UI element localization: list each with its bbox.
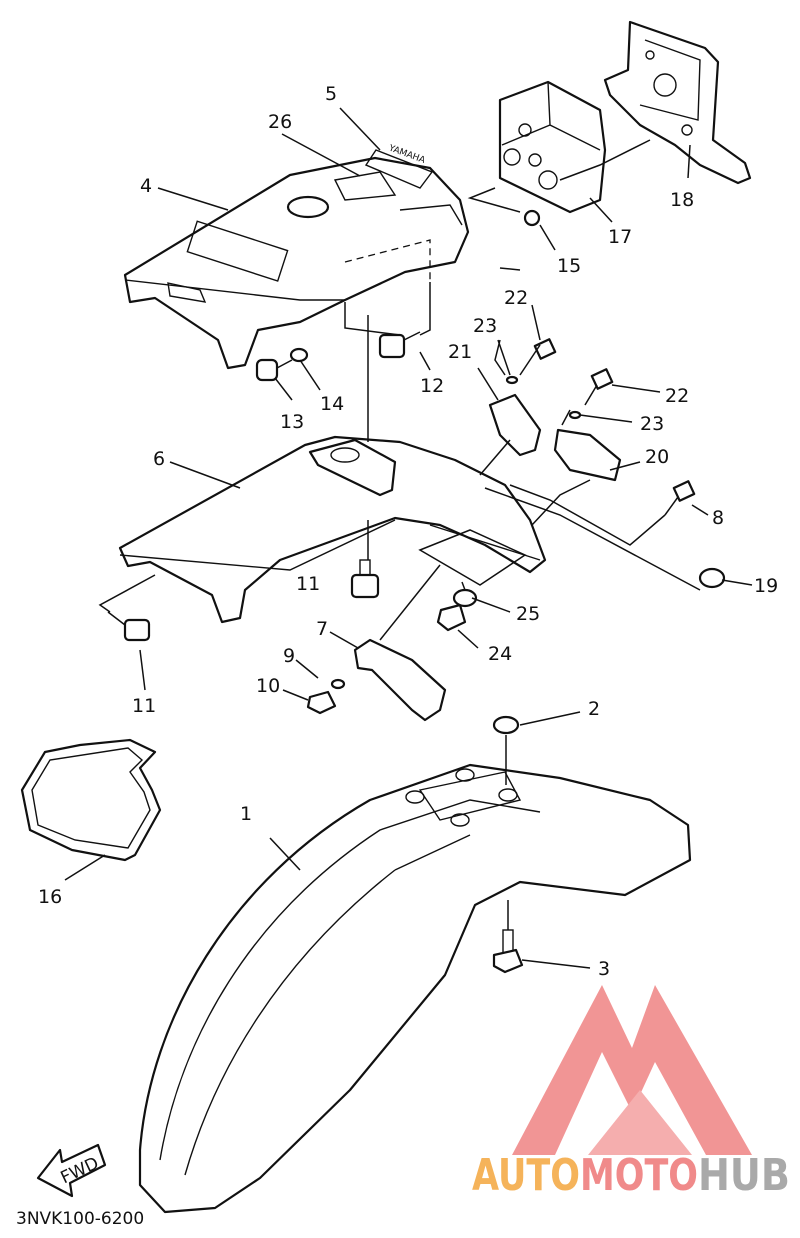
watermark-auto: AUTO [472,1150,580,1201]
bracket-21 [488,393,542,457]
washer-9 [330,678,346,690]
leader-lines [64,107,753,969]
callout-7: 7 [316,618,328,640]
mud-flap [20,738,162,862]
taillight-bracket [603,20,752,185]
callout-21: 21 [448,341,472,363]
bolt-13 [255,358,293,382]
washer-15 [523,209,541,227]
bolt-11a [350,559,380,599]
callout-11a: 11 [296,573,320,595]
washer-23a [505,375,519,385]
callout-9: 9 [283,645,295,667]
callout-18: 18 [670,189,694,211]
bolt-22b [584,368,614,406]
bolt-11b [107,611,151,642]
callout-23b: 23 [640,413,664,435]
callout-10: 10 [256,675,280,697]
rear-fender-inner [118,435,547,624]
callout-24: 24 [488,643,512,665]
watermark-hub: HUB [698,1150,790,1201]
washer-23b [568,410,582,420]
callout-16: 16 [38,886,62,908]
callout-17: 17 [608,226,632,248]
callout-23a: 23 [473,315,497,337]
guide-lines [98,139,701,930]
bracket-20 [553,428,622,482]
callout-19: 19 [754,575,778,597]
callout-2: 2 [588,698,600,720]
washer-14 [289,347,309,363]
callout-5: 5 [325,83,337,105]
nut-10 [306,690,337,715]
collar-2 [492,715,520,735]
callout-13: 13 [280,411,304,433]
callout-4: 4 [140,175,152,197]
callout-22b: 22 [665,385,689,407]
bolt-8 [664,480,696,516]
rear-cover [123,149,470,370]
nut-24 [436,603,467,632]
callout-20: 20 [645,446,669,468]
part-code: 3NVK100-6200 [16,1209,144,1229]
bolt-12 [378,331,421,359]
stay-7 [353,638,447,722]
callout-1: 1 [240,803,252,825]
front-fender [138,763,692,1214]
taillight-unit [498,80,607,214]
callout-11b: 11 [132,695,156,717]
watermark-logo [512,985,752,1155]
callout-22a: 22 [504,287,528,309]
callout-15: 15 [557,255,581,277]
callout-26: 26 [268,111,292,133]
bolt-22a [519,338,557,376]
callouts: 1 2 3 4 5 6 7 8 9 10 11 11 12 13 14 15 1… [38,83,778,980]
watermark-moto: MOTO [580,1150,698,1201]
watermark-text: AUTO MOTO HUB [472,1150,790,1201]
callout-6: 6 [153,448,165,470]
callout-12: 12 [420,375,444,397]
callout-14: 14 [320,393,344,415]
callout-3: 3 [598,958,610,980]
plug-19 [698,567,726,589]
fwd-arrow: FWD [36,1143,107,1198]
callout-8: 8 [712,507,724,529]
callout-25: 25 [516,603,540,625]
bolt-3 [492,929,524,974]
